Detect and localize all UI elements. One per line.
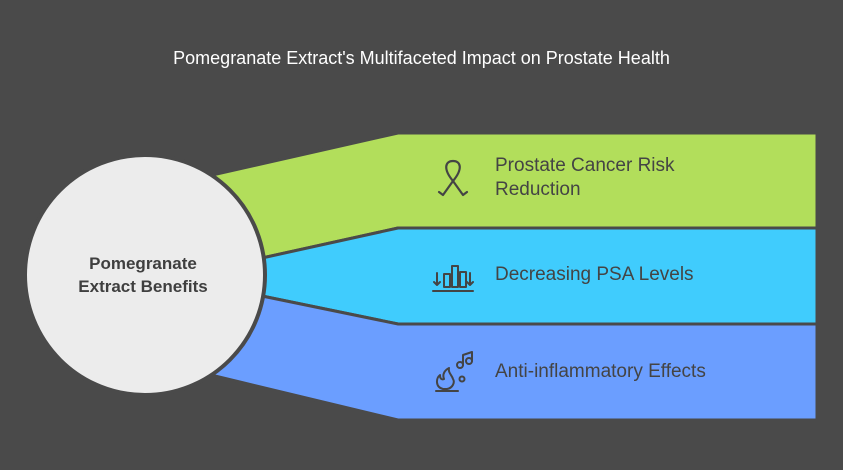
awareness-ribbon-icon bbox=[437, 159, 469, 197]
decreasing-bars-icon bbox=[432, 265, 474, 292]
branch-risk-reduction-line1: Prostate Cancer Risk bbox=[495, 155, 675, 176]
branch-risk-reduction-line2: Reduction bbox=[495, 179, 581, 200]
branch-psa-levels: Decreasing PSA Levels bbox=[432, 251, 812, 299]
branch-anti-inflammatory-label: Anti-inflammatory Effects bbox=[495, 361, 706, 382]
hub-label-line2: Extract Benefits bbox=[78, 277, 208, 296]
branch-anti-inflammatory: Anti-inflammatory Effects bbox=[432, 348, 812, 396]
branch-risk-reduction: Prostate Cancer Risk Reduction bbox=[432, 150, 812, 206]
diagram-title: Pomegranate Extract's Multifaceted Impac… bbox=[173, 48, 670, 68]
fire-icon bbox=[435, 351, 473, 392]
hub-label-line1: Pomegranate bbox=[89, 254, 197, 273]
hub-circle bbox=[23, 153, 267, 397]
hub-label: Pomegranate Extract Benefits bbox=[48, 252, 238, 298]
branch-psa-levels-label: Decreasing PSA Levels bbox=[495, 264, 694, 285]
